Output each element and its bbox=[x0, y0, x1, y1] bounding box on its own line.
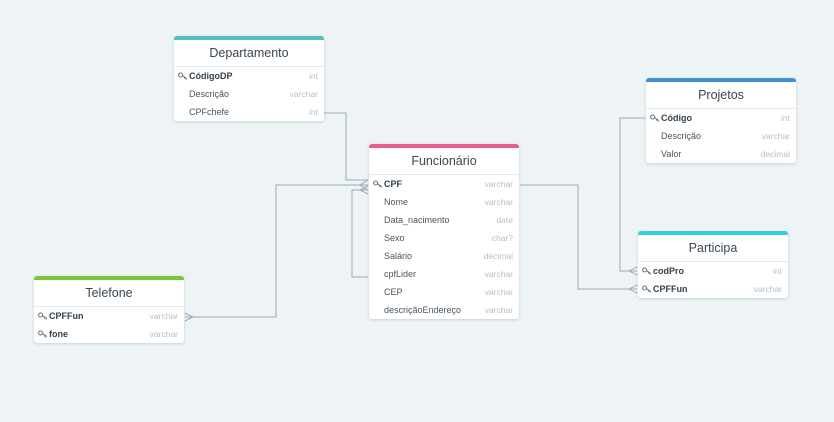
field-name: Nome bbox=[384, 197, 409, 207]
primary-key-icon bbox=[650, 109, 661, 127]
table-title: Participa bbox=[638, 235, 788, 262]
field-row[interactable]: codPro int bbox=[638, 262, 788, 280]
field-name: codPro bbox=[653, 266, 685, 276]
field-row[interactable]: Salário decimal bbox=[369, 247, 519, 265]
link-self-cpflider bbox=[351, 189, 368, 278]
field-name: CPFchefe bbox=[189, 107, 230, 117]
field-row[interactable]: Código int bbox=[646, 109, 796, 127]
field-row[interactable]: CPFFun varchar bbox=[34, 307, 184, 325]
crowfoot-participa-cpffun bbox=[627, 284, 638, 294]
field-row[interactable]: Nome varchar bbox=[369, 193, 519, 211]
field-row[interactable]: Descrição varchar bbox=[174, 85, 324, 103]
field-type: int bbox=[309, 107, 318, 117]
field-row[interactable]: Valor decimal bbox=[646, 145, 796, 163]
link-departamento-funcionario bbox=[323, 112, 368, 181]
field-type: decimal bbox=[760, 149, 790, 159]
field-row[interactable]: Sexo char? bbox=[369, 229, 519, 247]
table-title: Telefone bbox=[34, 280, 184, 307]
field-type: varchar bbox=[484, 179, 513, 189]
field-type: decimal bbox=[483, 251, 513, 261]
primary-key-icon bbox=[373, 175, 384, 193]
field-type: varchar bbox=[289, 89, 318, 99]
field-row[interactable]: CPFFun varchar bbox=[638, 280, 788, 298]
field-type: int bbox=[781, 113, 790, 123]
field-name: Sexo bbox=[384, 233, 405, 243]
field-type: int bbox=[773, 266, 782, 276]
field-type: varchar bbox=[484, 197, 513, 207]
field-name: CPFFun bbox=[49, 311, 84, 321]
primary-key-icon bbox=[38, 307, 49, 325]
field-name: CódigoDP bbox=[189, 71, 233, 81]
field-row[interactable]: fone varchar bbox=[34, 325, 184, 343]
crowfoot-telefone bbox=[184, 312, 195, 322]
table-title: Departamento bbox=[174, 40, 324, 67]
field-type: varchar bbox=[484, 305, 513, 315]
field-row[interactable]: Descrição varchar bbox=[646, 127, 796, 145]
field-type: varchar bbox=[149, 329, 178, 339]
field-row[interactable]: CEP varchar bbox=[369, 283, 519, 301]
field-type: int bbox=[309, 71, 318, 81]
field-name: CPFFun bbox=[653, 284, 688, 294]
field-type: char? bbox=[491, 233, 513, 243]
field-type: varchar bbox=[484, 287, 513, 297]
field-row[interactable]: CPF varchar bbox=[369, 175, 519, 193]
crowfoot-self bbox=[358, 185, 369, 195]
crowfoot-funcionario-telefone bbox=[359, 179, 369, 191]
field-row[interactable]: CPFchefe int bbox=[174, 103, 324, 121]
field-type: varchar bbox=[753, 284, 782, 294]
field-type: varchar bbox=[484, 269, 513, 279]
field-name: descriçãoEndereço bbox=[384, 305, 462, 315]
field-name: CPF bbox=[384, 179, 402, 189]
field-name: Código bbox=[661, 113, 692, 123]
field-name: Salário bbox=[384, 251, 413, 261]
crowfoot-participa-codpro bbox=[627, 266, 638, 276]
field-row[interactable]: cpfLider varchar bbox=[369, 265, 519, 283]
field-name: cpfLider bbox=[384, 269, 417, 279]
field-row[interactable]: descriçãoEndereço varchar bbox=[369, 301, 519, 319]
link-telefone-funcionario bbox=[185, 184, 368, 318]
field-name: fone bbox=[49, 329, 68, 339]
field-name: Data_nacimento bbox=[384, 215, 450, 225]
field-name: Descrição bbox=[189, 89, 230, 99]
field-type: varchar bbox=[761, 131, 790, 141]
table-telefone[interactable]: Telefone CPFFun varchar fone varchar bbox=[34, 276, 184, 343]
table-title: Projetos bbox=[646, 82, 796, 109]
primary-key-icon bbox=[178, 67, 189, 85]
field-type: varchar bbox=[149, 311, 178, 321]
table-title: Funcionário bbox=[369, 148, 519, 175]
primary-key-icon bbox=[642, 262, 653, 280]
field-type: date bbox=[496, 215, 513, 225]
field-name: Descrição bbox=[661, 131, 702, 141]
field-row[interactable]: Data_nacimento date bbox=[369, 211, 519, 229]
field-row[interactable]: CódigoDP int bbox=[174, 67, 324, 85]
field-list: CPFFun varchar fone varchar bbox=[34, 307, 184, 343]
link-funcionario-participa bbox=[520, 184, 637, 290]
primary-key-icon bbox=[642, 280, 653, 298]
field-name: CEP bbox=[384, 287, 403, 297]
primary-key-icon bbox=[38, 325, 49, 343]
field-name: Valor bbox=[661, 149, 682, 159]
